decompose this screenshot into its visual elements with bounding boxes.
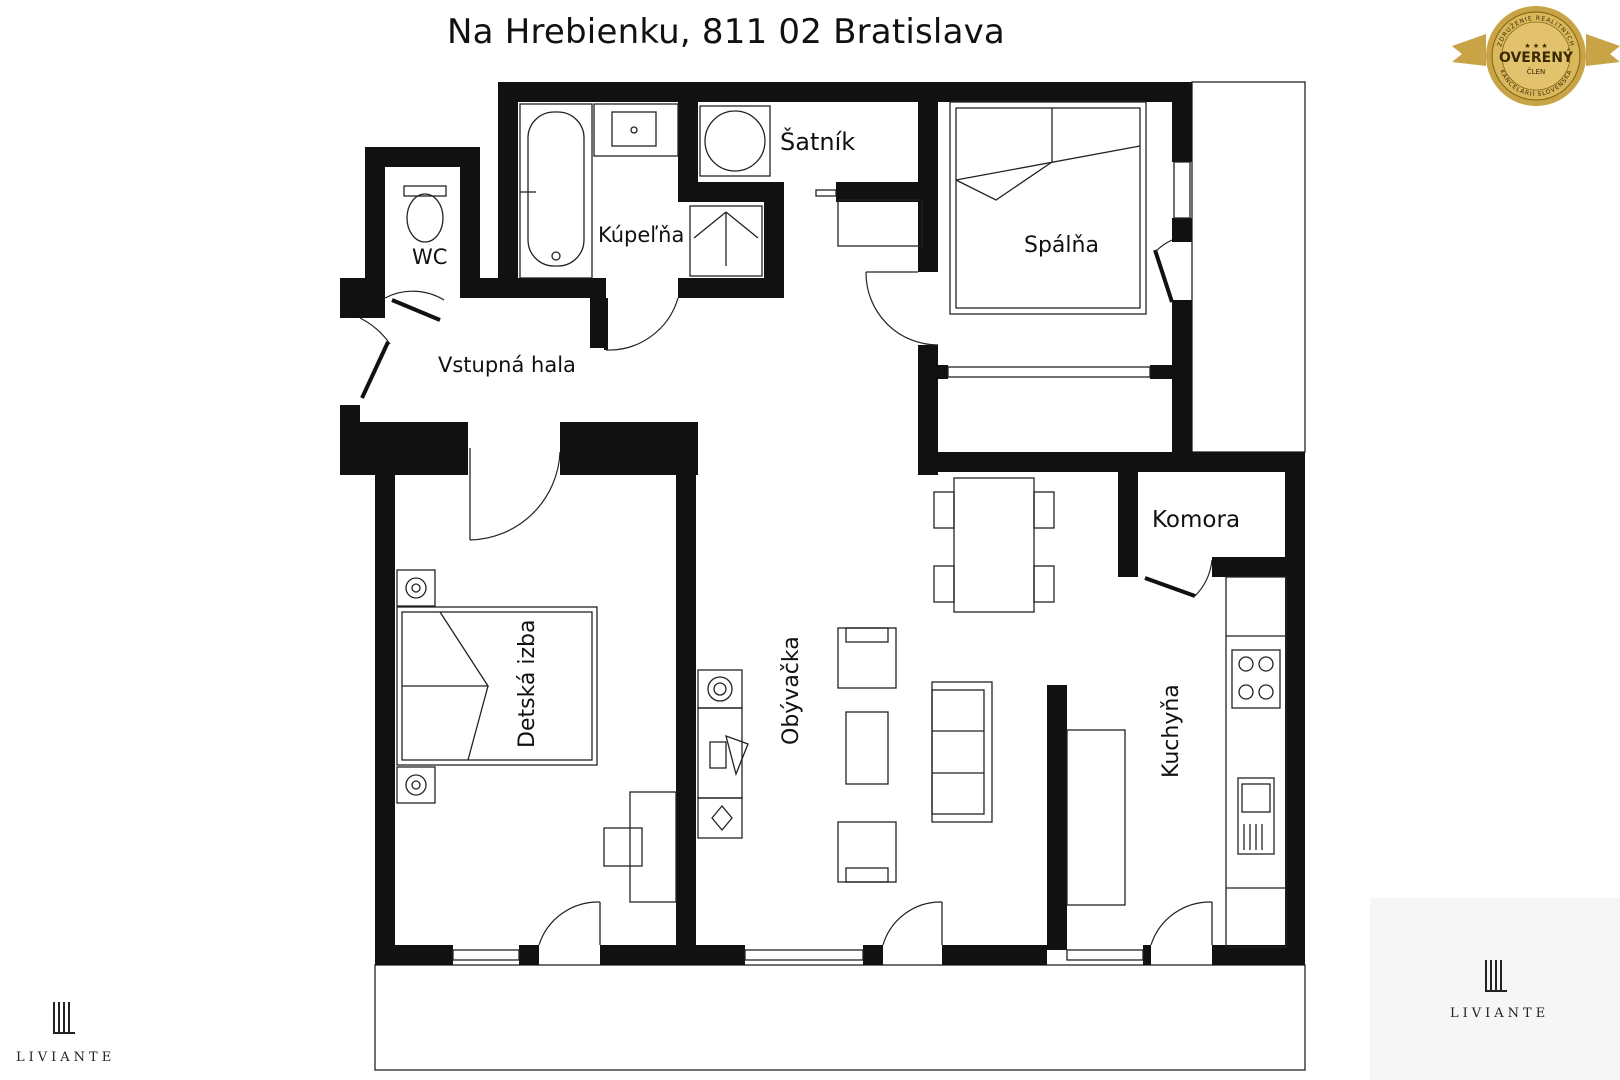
walls bbox=[340, 82, 1305, 965]
windows bbox=[452, 161, 1191, 961]
room-label-vstupna-hala: Vstupná hala bbox=[438, 353, 576, 377]
liviante-logo-text-right: LIVIANTE bbox=[1450, 1006, 1550, 1021]
sofa bbox=[931, 681, 993, 823]
desk bbox=[629, 791, 677, 903]
room-label-detska-izba: Detská izba bbox=[515, 620, 540, 749]
dining-table bbox=[953, 477, 1035, 613]
room-label-spalna: Spálňa bbox=[1024, 233, 1099, 258]
bathroom-sink bbox=[593, 103, 679, 157]
badge-stars: ★ ★ ★ bbox=[1524, 42, 1547, 50]
room-label-satnik: Šatník bbox=[780, 126, 855, 156]
page-title: Na Hrebienku, 811 02 Bratislava bbox=[447, 12, 1005, 52]
room-label-wc: WC bbox=[412, 245, 447, 269]
kitchen-counter bbox=[1225, 576, 1287, 948]
floor-plan: WC Kúpeľňa Šatník Spálňa Vstupná hala Ko… bbox=[340, 81, 1306, 1071]
armchair-2 bbox=[837, 821, 897, 883]
room-label-obyvacka: Obývačka bbox=[779, 636, 804, 745]
armchair-1 bbox=[837, 627, 897, 689]
liviante-logo-icon-right bbox=[1485, 960, 1507, 992]
bed-spalna bbox=[949, 101, 1147, 315]
badge-ribbon-right bbox=[1586, 34, 1620, 66]
toilet-bowl bbox=[406, 193, 444, 243]
bathtub bbox=[519, 103, 593, 279]
nightstand-2 bbox=[396, 766, 436, 804]
room-label-komora: Komora bbox=[1152, 507, 1240, 533]
bed-detska bbox=[396, 606, 598, 766]
washing-machine bbox=[699, 105, 771, 177]
desk-chair bbox=[603, 827, 643, 867]
furniture bbox=[396, 101, 1287, 948]
badge-ribbon-left bbox=[1452, 34, 1486, 66]
coffee-table bbox=[845, 711, 889, 785]
room-label-kupelna: Kúpeľňa bbox=[598, 223, 684, 247]
room-label-kuchyna: Kuchyňa bbox=[1159, 684, 1184, 778]
kitchen-island bbox=[1066, 729, 1126, 906]
toilet-tank bbox=[403, 185, 447, 197]
kitchen-sink bbox=[1237, 777, 1275, 855]
liviante-logo-text: LIVIANTE bbox=[16, 1050, 116, 1065]
terrace-outline bbox=[1191, 81, 1306, 453]
verified-member-badge: ZDRUŽENIE REALITNÝCH KANCELÁRIÍ SLOVENSK… bbox=[1452, 6, 1620, 106]
tv-cabinet bbox=[697, 669, 743, 709]
liviante-logo-box: LIVIANTE bbox=[1370, 898, 1620, 1080]
doors bbox=[359, 189, 1213, 946]
shower bbox=[689, 205, 763, 277]
liviante-logo-icon bbox=[53, 1002, 75, 1034]
cooktop bbox=[1231, 649, 1281, 709]
room-labels: WC Kúpeľňa Šatník Spálňa Vstupná hala Ko… bbox=[412, 126, 1240, 778]
badge-sub: ČLEN bbox=[1527, 67, 1545, 76]
badge-main: OVERENÝ bbox=[1499, 48, 1574, 66]
balcony-outline bbox=[374, 964, 1306, 1071]
nightstand-1 bbox=[396, 569, 436, 607]
